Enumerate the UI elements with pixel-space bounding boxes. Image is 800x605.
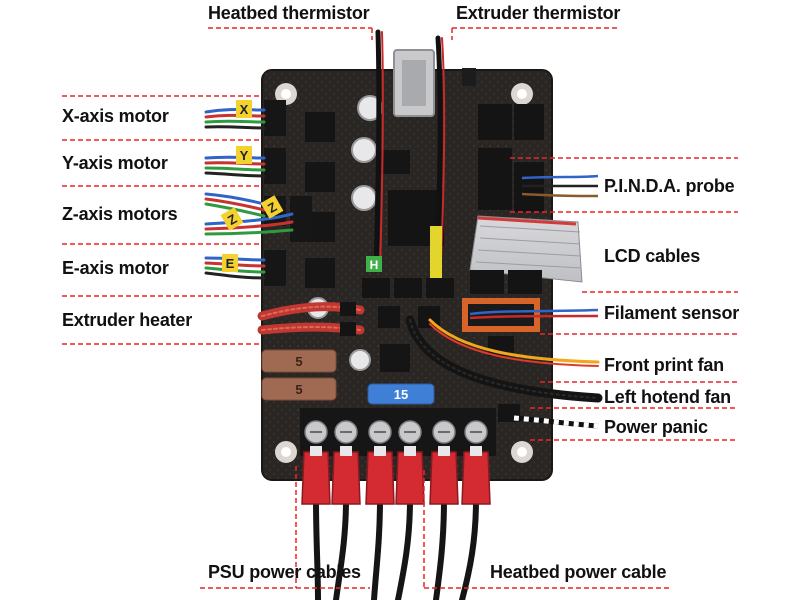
right-headers bbox=[478, 104, 544, 212]
pinda-wires bbox=[521, 174, 599, 198]
h-tag: H bbox=[366, 256, 382, 272]
leader-lines bbox=[62, 27, 738, 589]
motor-tags: X Y Z Z E bbox=[220, 100, 284, 272]
x-motor-tag bbox=[236, 100, 252, 118]
label-power-panic: Power panic bbox=[604, 417, 708, 437]
thermistor-wires bbox=[373, 29, 446, 285]
label-heatbed-power-cable: Heatbed power cable bbox=[490, 562, 667, 582]
y-motor-tag-text: Y bbox=[240, 148, 249, 163]
mounting-holes bbox=[275, 83, 533, 463]
lcd-ribbon-cables bbox=[469, 215, 583, 294]
label-y-axis-motor: Y-axis motor bbox=[62, 153, 168, 173]
label-lcd-cables: LCD cables bbox=[604, 246, 701, 266]
label-filament-sensor: Filament sensor bbox=[604, 303, 740, 323]
chips bbox=[305, 112, 444, 372]
x-motor-tag-text: X bbox=[240, 102, 249, 117]
reset-button bbox=[462, 68, 476, 86]
extruder-heater-cables bbox=[257, 302, 365, 336]
label-z-axis-motors: Z-axis motors bbox=[62, 204, 178, 224]
fuse-top-label: 5 bbox=[295, 354, 302, 369]
h-tag-text: H bbox=[370, 258, 379, 272]
label-psu-power-cables: PSU power cables bbox=[208, 562, 361, 582]
label-e-axis-motor: E-axis motor bbox=[62, 258, 169, 278]
filament-sensor-connector bbox=[462, 298, 599, 332]
power-cables bbox=[301, 446, 491, 603]
z2-motor-tag bbox=[220, 207, 244, 231]
fan-cables bbox=[405, 315, 603, 403]
fuse-15-label: 15 bbox=[394, 387, 408, 402]
label-extruder-heater: Extruder heater bbox=[62, 310, 193, 330]
label-pinda-probe: P.I.N.D.A. probe bbox=[604, 176, 735, 196]
fuse-bottom-label: 5 bbox=[295, 382, 302, 397]
power-panic-cable bbox=[513, 415, 599, 429]
usb-connector bbox=[393, 49, 435, 117]
label-front-print-fan: Front print fan bbox=[604, 355, 724, 375]
label-extruder-thermistor: Extruder thermistor bbox=[456, 3, 621, 23]
label-heatbed-thermistor: Heatbed thermistor bbox=[208, 3, 370, 23]
y-motor-tag bbox=[236, 146, 252, 164]
z-motor-tag bbox=[260, 195, 284, 219]
label-left-hotend-fan: Left hotend fan bbox=[604, 387, 731, 407]
e-motor-tag bbox=[222, 254, 238, 272]
power-terminals bbox=[300, 408, 496, 456]
e-motor-tag-text: E bbox=[226, 256, 235, 271]
label-x-axis-motor: X-axis motor bbox=[62, 106, 169, 126]
fuses: 5 5 15 bbox=[261, 349, 435, 405]
